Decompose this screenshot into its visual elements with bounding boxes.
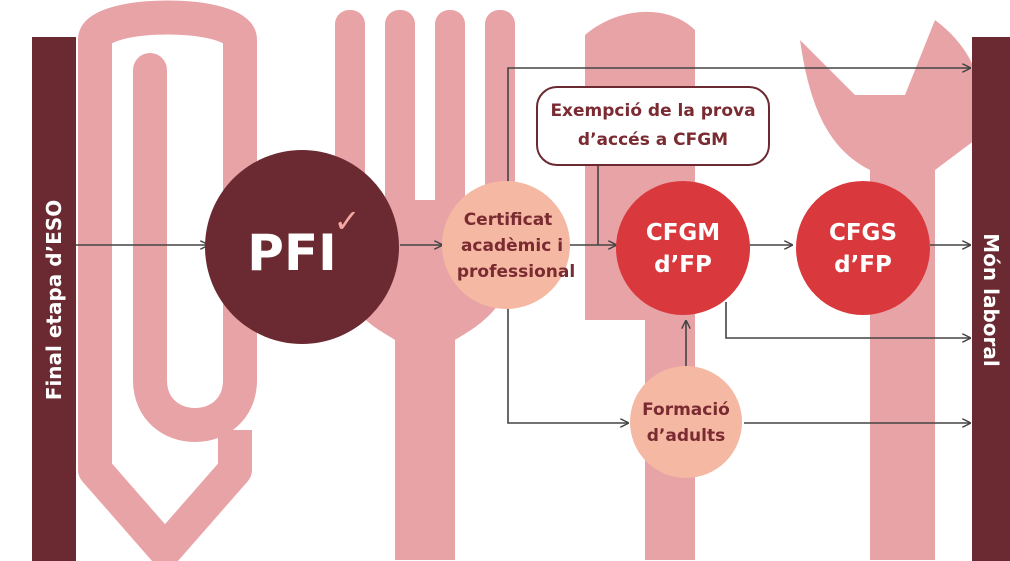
left-bar: Final etapa d’ESO [32,37,76,561]
certificat-node: Certificat acadèmic i professional [442,181,575,309]
cfgs-line-2: d’FP [834,252,892,278]
right-bar-label: Món laboral [979,233,1003,366]
pfi-label: PFI [247,224,336,282]
formacio-line-2: d’adults [647,426,725,446]
exempcio-line-1: Exempció de la prova [550,101,755,121]
pfi-node: PFI ✓ [205,150,399,344]
certificat-line-2: acadèmic i [461,236,563,256]
exempcio-line-2: d’accés a CFGM [578,130,728,150]
cfgs-line-1: CFGS [829,220,897,246]
certificat-line-3: professional [457,262,575,282]
exempcio-box: Exempció de la prova d’accés a CFGM [536,86,770,166]
formacio-node: Formació d’adults [630,366,742,478]
certificat-line-1: Certificat [464,210,553,230]
cfgm-node: CFGM d’FP [616,181,750,315]
cfgs-node: CFGS d’FP [796,181,930,315]
arrow-certificat-to-labour [507,68,970,183]
formacio-line-1: Formació [642,400,730,420]
cfgm-line-2: d’FP [654,252,712,278]
left-bar-label: Final etapa d’ESO [42,200,66,400]
arrow-cfgm-to-labour [725,302,970,338]
check-icon: ✓ [334,202,361,240]
paperclip-icon [78,0,257,561]
right-bar: Món laboral [972,37,1010,561]
arrow-certificat-to-formacio [507,307,628,423]
cfgm-line-1: CFGM [646,220,720,246]
arrows [76,68,970,423]
